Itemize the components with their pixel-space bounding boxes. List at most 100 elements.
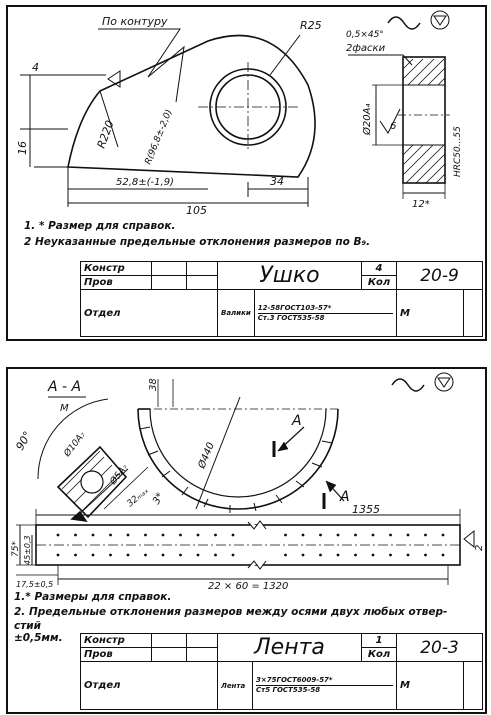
strip-hole xyxy=(56,553,60,557)
tb-otdel: Отдел xyxy=(80,661,218,710)
dim-2: 2 xyxy=(474,545,485,551)
title-block: Констр Ушко 4 20-9 Пров Кол Отдел Валики… xyxy=(80,261,483,337)
tb-kol: Кол xyxy=(361,647,397,662)
drawing-sheet-ushko: По контуру R25 0,5×45° 2фаски 4 16 R220 … xyxy=(6,5,487,341)
dim-r220: R220 xyxy=(95,119,117,150)
dim-bore: Ø20A₄ xyxy=(361,104,373,136)
strip-hole xyxy=(91,533,95,537)
note-2: 2. Предельные отклонения размеров между … xyxy=(14,606,448,618)
section-label: А - А xyxy=(47,379,81,395)
tb-mat-label: Лента xyxy=(217,661,253,710)
tb-mat-line1: 12-58ГОСТ103-57* xyxy=(257,304,393,314)
lenta-drawing: А - А М 90° Ø10A₇ Ø5A₇ 32ₘₐₓ 38 Ø440 3* … xyxy=(11,372,485,592)
dim-16: 16 xyxy=(16,141,29,155)
dim-3: 3* xyxy=(151,491,166,506)
strip-hole xyxy=(74,553,77,557)
strip-hole xyxy=(406,533,410,537)
strip-hole xyxy=(214,533,217,537)
strip-hole xyxy=(441,553,445,557)
tb-name: Ушко xyxy=(217,261,362,290)
strip-hole xyxy=(424,533,427,537)
strip-hole xyxy=(196,533,200,537)
dim-90deg: 90° xyxy=(13,429,34,452)
strip-hole xyxy=(284,533,287,537)
tb-qty: 4 xyxy=(361,261,397,276)
strip-hole xyxy=(109,553,112,557)
tb-mat-label: Валики xyxy=(217,289,255,337)
strip-hole xyxy=(441,533,445,537)
strip-hole xyxy=(231,553,235,557)
strip-hole xyxy=(161,553,165,557)
tb-name: Лента xyxy=(217,633,362,662)
strip-hole xyxy=(179,533,182,537)
strip-hole xyxy=(179,553,182,557)
dim-45: 45±0,3 xyxy=(23,535,32,565)
arrow-a-label-1: А xyxy=(291,413,302,429)
strip-hole xyxy=(284,553,287,557)
dim-34: 34 xyxy=(270,175,284,188)
tb-m: М xyxy=(396,289,464,337)
tb-prov: Пров xyxy=(80,647,152,662)
strip-hole xyxy=(336,553,340,557)
strip-hole xyxy=(214,553,217,557)
section-body xyxy=(56,445,128,519)
dim-arc: R(96,8±-2,0) xyxy=(144,108,175,166)
strip-hole xyxy=(319,533,322,537)
strip-hole xyxy=(354,533,357,537)
tb-prov: Пров xyxy=(80,275,152,290)
tb-code: 20-9 xyxy=(396,261,483,290)
strip-hole xyxy=(109,533,112,537)
dim-hrc: HRC50...55 xyxy=(453,126,463,177)
tb-konstr: Констр xyxy=(80,261,152,276)
tb-m: М xyxy=(396,661,464,710)
strip-hole xyxy=(126,553,130,557)
side-view xyxy=(402,56,446,184)
dim-1355: 1355 xyxy=(352,503,380,516)
dim-chamfer: 0,5×45° xyxy=(346,30,384,40)
note-1: 1. * Размер для справок. xyxy=(24,220,176,232)
strip-hole xyxy=(144,533,147,537)
tb-mat-line2: Ст.3 ГОСТ535-58 xyxy=(257,313,325,322)
strip-hole xyxy=(126,533,130,537)
strip-hole xyxy=(336,533,340,537)
dim-105: 105 xyxy=(186,204,207,217)
arrow-a-label-2: А xyxy=(339,489,350,505)
strip-hole xyxy=(161,533,165,537)
ushko-drawing: По контуру R25 0,5×45° 2фаски 4 16 R220 … xyxy=(16,10,463,217)
dim-175: 17,5±0,5 xyxy=(16,580,53,589)
strip-hole xyxy=(301,553,305,557)
strip-hole xyxy=(389,533,392,537)
strip-hole xyxy=(144,553,147,557)
strip-hole xyxy=(91,553,95,557)
dim-528: 52,8±(-1,9) xyxy=(116,177,174,188)
strip-hole xyxy=(371,553,375,557)
dim-12: 12* xyxy=(412,199,430,210)
dim-r25: R25 xyxy=(300,19,322,32)
strip-hole xyxy=(406,553,410,557)
note-4: ±0,5мм. xyxy=(14,632,63,644)
dim-hole1: Ø10A₇ xyxy=(61,429,88,459)
strip-hole xyxy=(389,553,392,557)
strip-hole xyxy=(231,533,235,537)
note-3: стий xyxy=(14,620,42,632)
tb-qty: 1 xyxy=(361,633,397,648)
dim-75: 75* xyxy=(11,541,21,557)
strip-hole xyxy=(196,553,200,557)
dim-chain: 22 × 60 = 1320 xyxy=(208,581,288,592)
tb-kol: Кол xyxy=(361,275,397,290)
note-2: 2 Неуказанные предельные отклонения разм… xyxy=(24,236,371,248)
strip-hole xyxy=(56,533,60,537)
strip-hole xyxy=(301,533,305,537)
note-1: 1.* Размеры для справок. xyxy=(14,591,172,603)
dim-32: 32ₘₐₓ xyxy=(126,486,151,509)
title-block: Констр Лента 1 20-3 Пров Кол Отдел Лента… xyxy=(80,633,483,710)
dim-d440: Ø440 xyxy=(195,441,217,471)
tb-otdel: Отдел xyxy=(80,289,218,337)
strip-hole xyxy=(74,533,77,537)
dim-po-konturu: По контуру xyxy=(102,15,168,28)
strip-hole xyxy=(371,533,375,537)
dim-rough-6: 6 xyxy=(390,121,396,132)
strip-hole xyxy=(424,553,427,557)
strip-hole xyxy=(319,553,322,557)
tb-mat-line1: 3×75ГОСТ6009-57* xyxy=(256,676,393,686)
